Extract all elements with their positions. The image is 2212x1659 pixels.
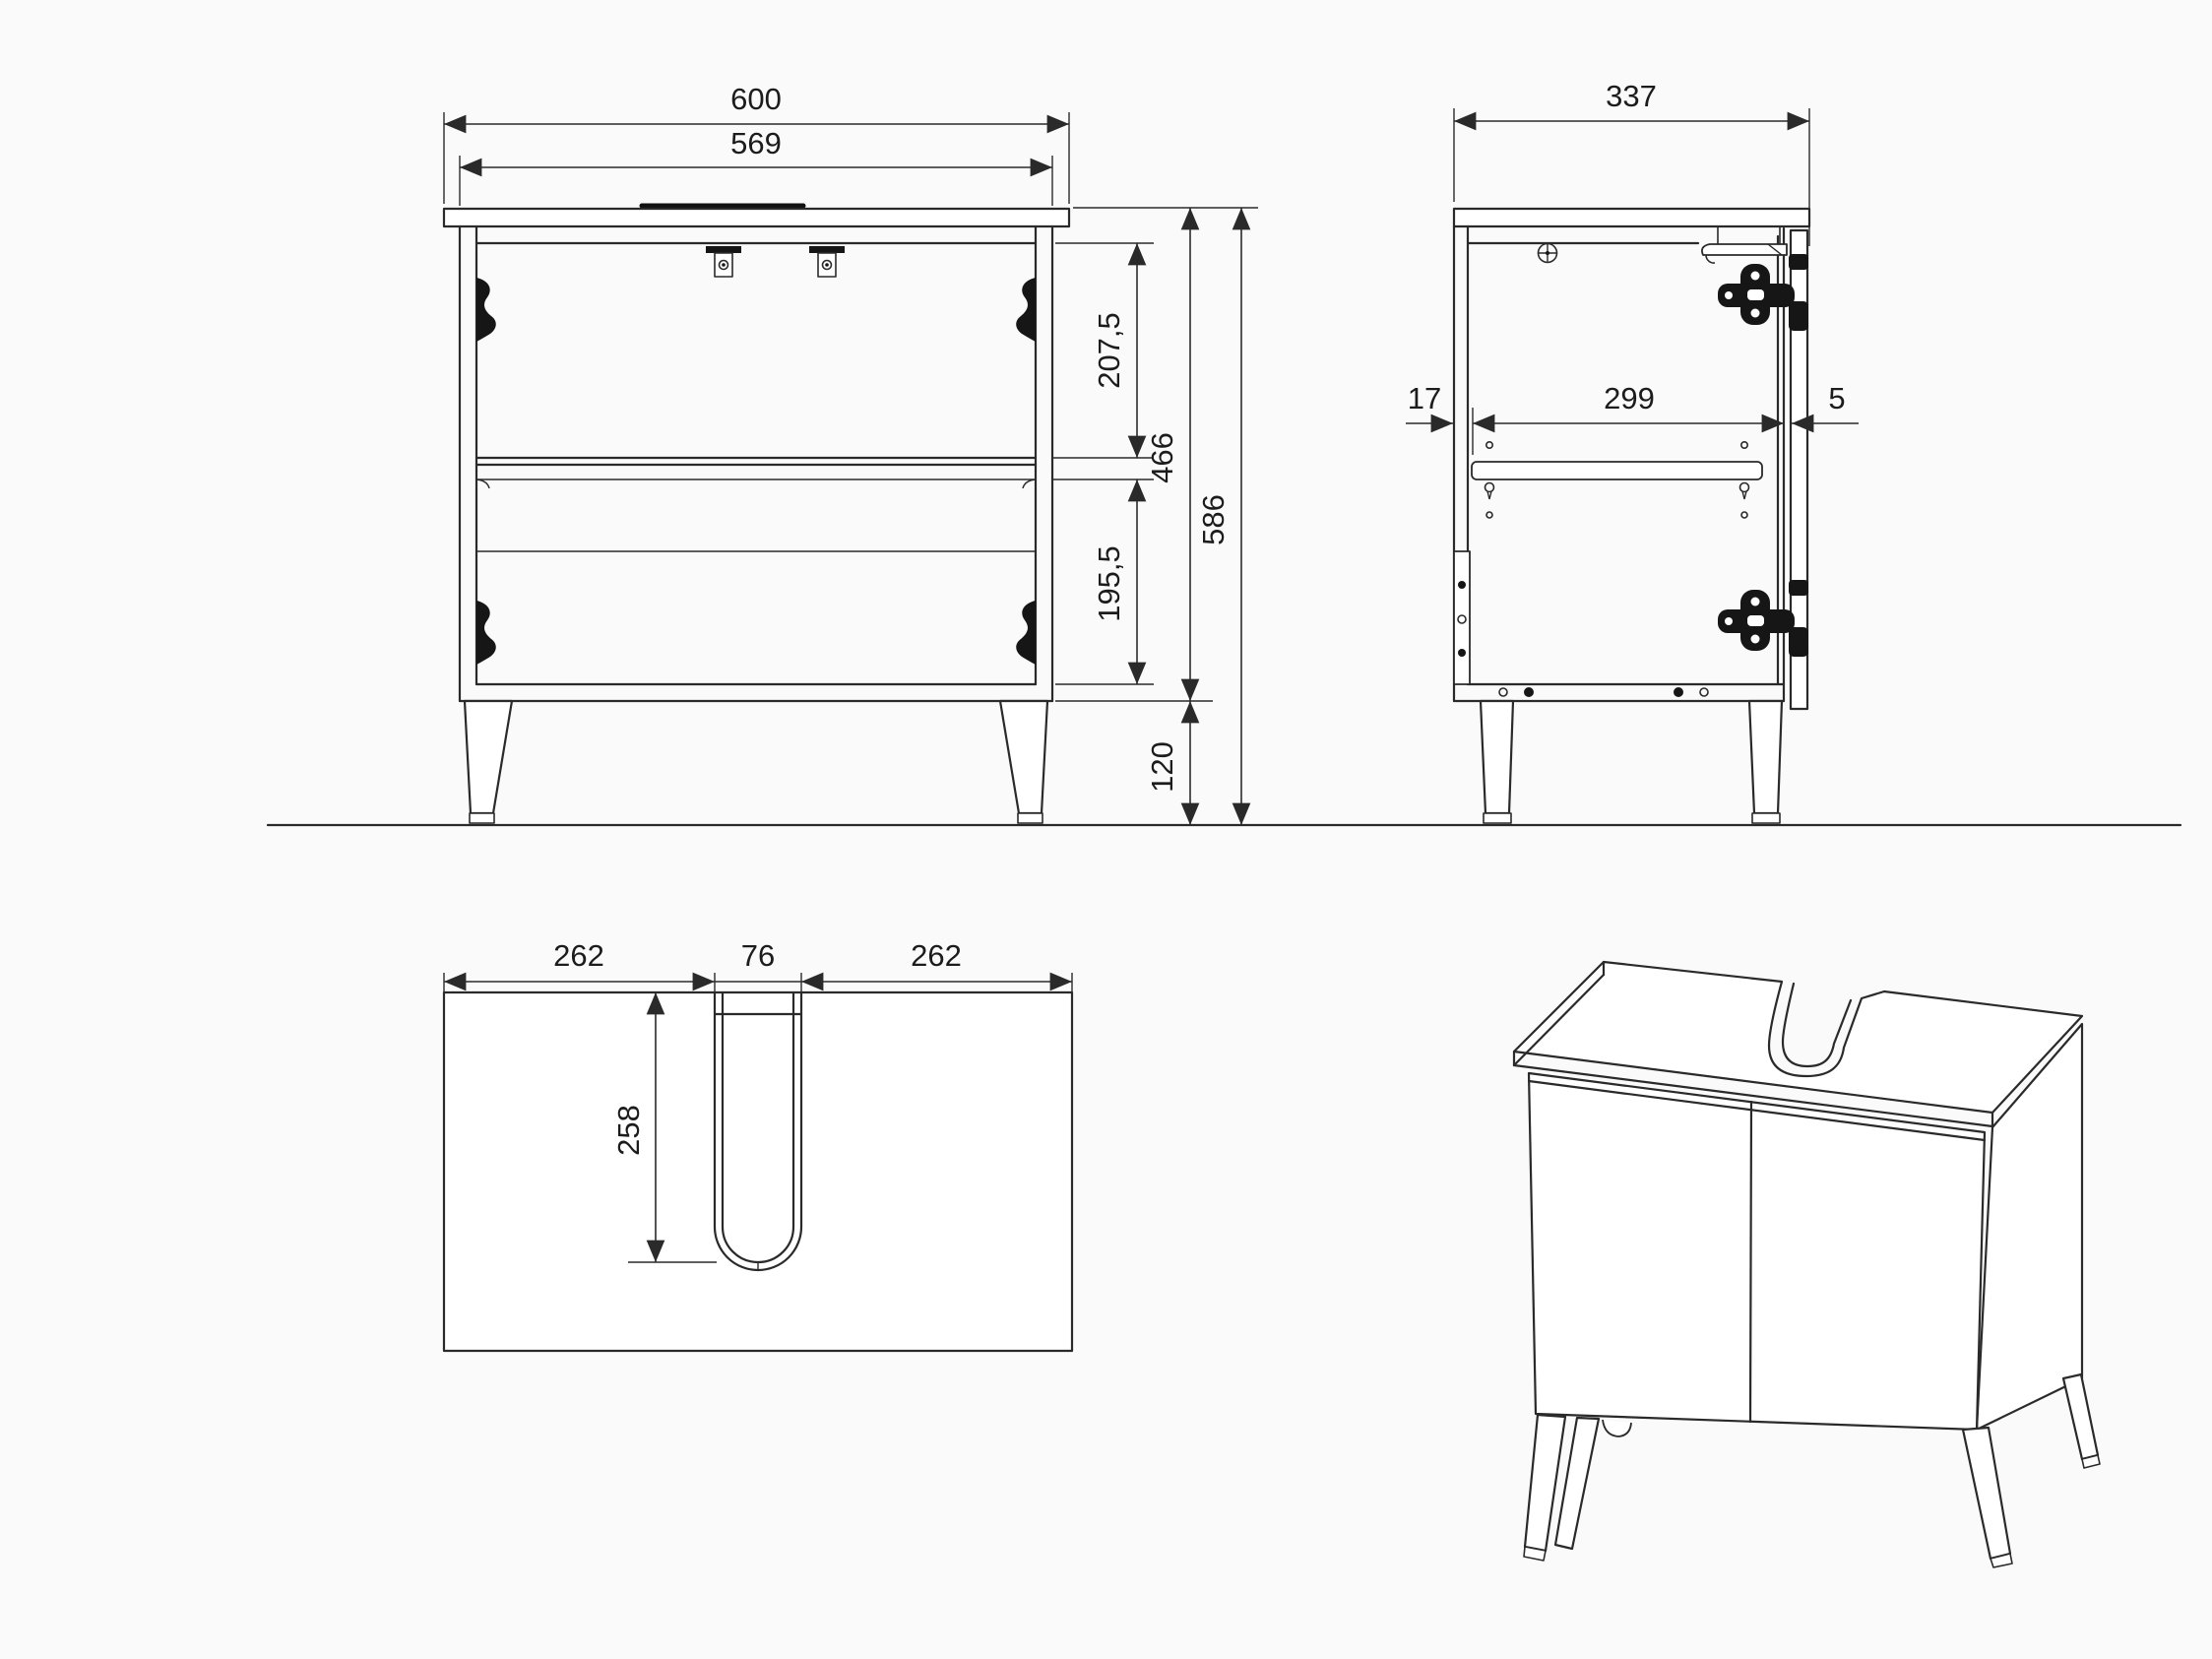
screw-hole-icon	[1674, 687, 1683, 697]
iso-leg-front-left	[1523, 1413, 1567, 1562]
dim-label: 586	[1196, 494, 1231, 545]
shelf-pin-hole-icon	[1484, 481, 1495, 493]
countertop-side	[1452, 207, 1811, 228]
dim-label: 262	[553, 938, 604, 973]
mounting-clip-icon	[809, 246, 845, 278]
dim-label: 337	[1606, 79, 1657, 113]
shelf-pin-hole-icon	[1740, 511, 1748, 519]
dim-label: 17	[1408, 381, 1441, 415]
iso-door-seam	[1748, 1100, 1753, 1424]
dim-label: 195,5	[1092, 545, 1126, 622]
traverse-corner-left	[475, 479, 490, 489]
shelf-pin-hole-icon	[1485, 511, 1493, 519]
screw-hole-icon	[1498, 687, 1508, 697]
iso-leg-back-left	[1553, 1416, 1601, 1551]
door-bracket-icon	[1701, 226, 1788, 264]
dim-label: 569	[730, 126, 782, 160]
leg-side-front	[1747, 699, 1784, 824]
dimension-586: 586	[1196, 208, 1251, 825]
dim-label: 120	[1145, 741, 1179, 793]
dimension-600: 600	[443, 82, 1070, 204]
dimension-466: 466	[1055, 207, 1258, 702]
dimension-17-299-5: 17 299 5	[1406, 381, 1859, 455]
screw-hole-icon	[1699, 687, 1709, 697]
top-view: 262 76 262 258	[442, 938, 1074, 1353]
countertop-plan	[442, 990, 1074, 1353]
leg-front-left	[463, 699, 514, 824]
iso-doors	[1527, 1071, 1987, 1432]
iso-leg-back-right	[2061, 1372, 2101, 1469]
screw-hole-icon	[1458, 649, 1466, 657]
dimension-337: 337	[1453, 79, 1810, 246]
screw-hole-icon	[1457, 614, 1467, 624]
dimension-258: 258	[611, 992, 717, 1263]
dim-label: 258	[611, 1105, 646, 1156]
cam-lock-icon	[1537, 242, 1558, 264]
front-view: 600 569 207,5 195,5 466 586	[442, 82, 1258, 825]
isometric-view	[1512, 960, 2101, 1568]
iso-countertop-edge	[1512, 960, 1994, 1128]
iso-door-catch	[1602, 1419, 1632, 1437]
dimension-569: 569	[459, 126, 1053, 206]
dimension-207-5: 207,5	[1052, 242, 1154, 459]
sink-drain-cutout	[713, 990, 803, 1272]
leg-front-right	[998, 699, 1049, 824]
shelf-section	[1471, 440, 1763, 519]
dimension-262-76-262: 262 76 262	[443, 938, 1073, 992]
countertop	[442, 207, 1071, 228]
iso-countertop	[1512, 960, 2084, 1115]
shelf-pin-hole-icon	[1740, 440, 1749, 449]
dim-label: 207,5	[1092, 312, 1126, 389]
mounting-clip-icon	[706, 246, 741, 278]
iso-leg-front-right	[1961, 1426, 2013, 1568]
traverse-corner-right	[1022, 479, 1037, 489]
iso-cutout-rim	[1781, 982, 1853, 1068]
shelf-pin-hole-icon	[1738, 481, 1750, 493]
dim-label: 466	[1145, 432, 1179, 483]
dim-label: 76	[741, 938, 775, 973]
iso-door-top-edge	[1527, 1079, 1987, 1142]
back-panel-strip	[1453, 550, 1471, 685]
dim-label: 600	[730, 82, 782, 116]
dim-label: 299	[1604, 381, 1655, 415]
dimension-195-5: 195,5	[1052, 479, 1154, 685]
leg-side-back	[1479, 699, 1515, 824]
side-view: 337 17 299 5	[1406, 79, 1859, 824]
dim-label: 262	[911, 938, 962, 973]
dimension-120: 120	[1145, 701, 1200, 825]
screw-hole-icon	[1458, 581, 1466, 589]
shelf-pin-hole-icon	[1485, 440, 1494, 449]
carcass	[458, 224, 1054, 703]
screw-hole-icon	[1524, 687, 1534, 697]
dim-label: 5	[1828, 381, 1845, 415]
